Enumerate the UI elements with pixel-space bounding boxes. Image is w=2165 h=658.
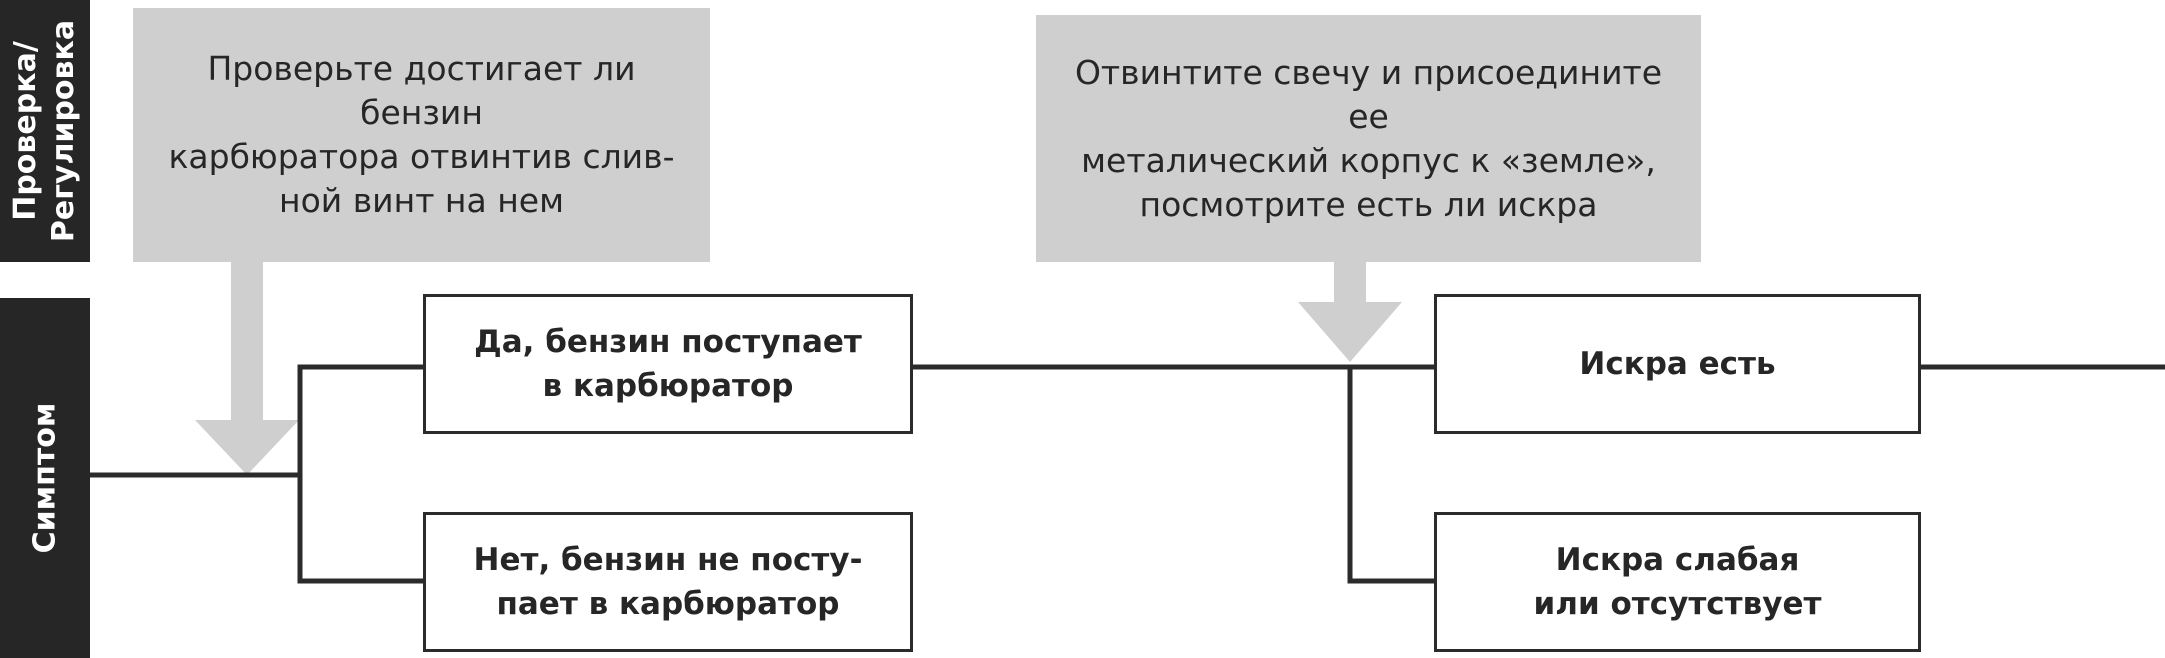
check-fuel-text: Проверьте достигает ли бензин карбюратор… [168, 49, 675, 220]
spark-yes-box: Искра есть [1434, 294, 1921, 434]
fuel-yes-text: Да, бензин поступает в карбюратор [474, 324, 862, 404]
spark-no-text: Искра слабая или отсутствует [1533, 542, 1822, 622]
check-spark-text: Отвинтите свечу и присоедините ее метали… [1074, 52, 1663, 224]
check-fuel-box: Проверьте достигает ли бензин карбюратор… [133, 8, 710, 262]
fuel-no-box: Нет, бензин не посту- пает в карбюратор [423, 512, 913, 652]
spark-yes-text: Искра есть [1579, 346, 1776, 382]
spark-down-arrow [1298, 262, 1402, 362]
fuel-down-arrow [195, 262, 299, 475]
spark-no-box: Искра слабая или отсутствует [1434, 512, 1921, 652]
fuel-no-text: Нет, бензин не посту- пает в карбюратор [473, 542, 863, 622]
check-adjust-label-tab: Проверка/ Регулировка [0, 0, 90, 262]
fuel-yes-box: Да, бензин поступает в карбюратор [423, 294, 913, 434]
symptom-label-tab: Симптом [0, 298, 90, 658]
check-spark-box: Отвинтите свечу и присоедините ее метали… [1036, 15, 1701, 262]
